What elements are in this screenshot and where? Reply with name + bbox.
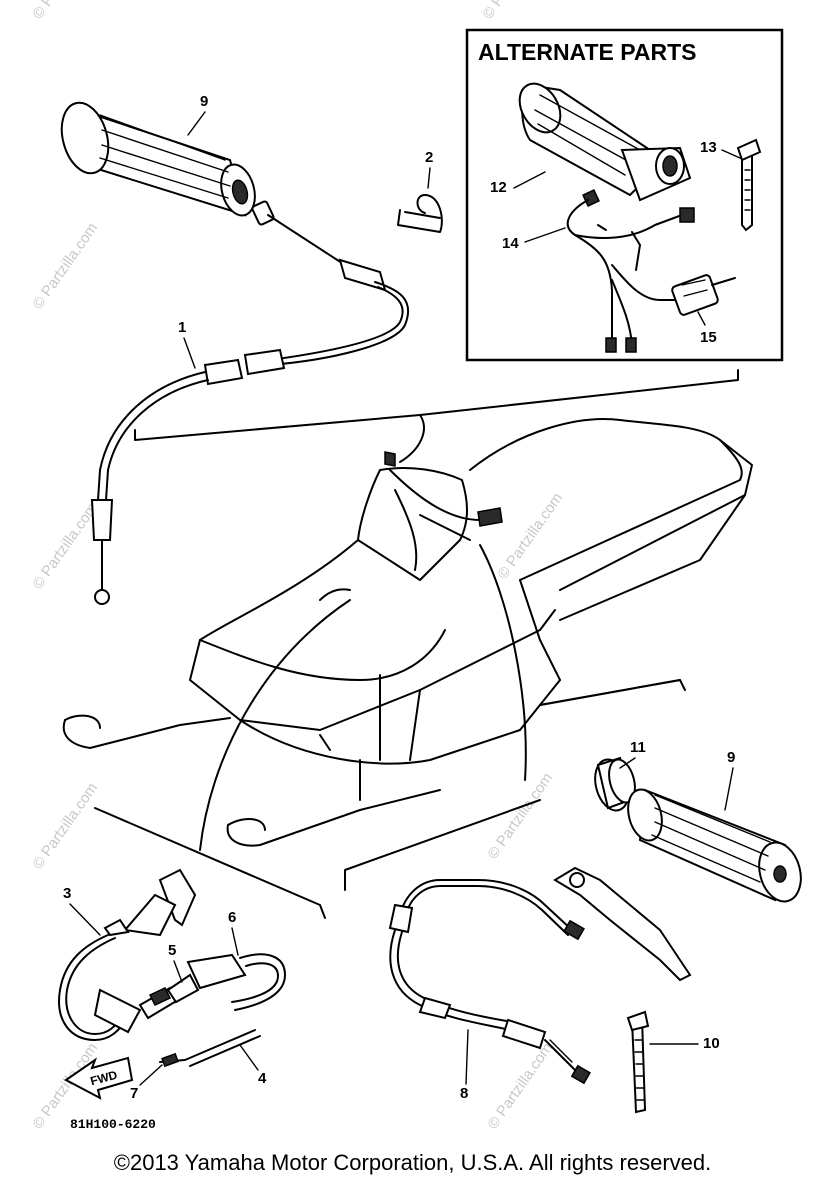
kill-switch-part — [103, 868, 197, 937]
grip-part-right — [627, 788, 802, 903]
callout-8: 8 — [460, 1085, 468, 1102]
callout-14: 14 — [502, 235, 519, 252]
wire-part-4 — [159, 1029, 261, 1068]
callout-7: 7 — [130, 1085, 138, 1102]
diagram-code: 81H100-6220 — [70, 1117, 156, 1132]
leader-arrow-cowl — [319, 588, 351, 601]
heated-grip-part — [518, 82, 692, 202]
bracket-lower-right — [344, 799, 541, 891]
fwd-label: FWD — [89, 1068, 119, 1089]
fwd-arrow-icon: FWD — [64, 1056, 134, 1100]
callout-15: 15 — [700, 329, 717, 346]
watermark-3: © Partzilla.com — [29, 780, 101, 873]
callout-11: 11 — [630, 739, 646, 756]
snowmobile-body — [62, 418, 753, 847]
bracket-lower-left — [94, 807, 326, 919]
callout-1: 1 — [178, 319, 186, 336]
bushing-part-11 — [594, 756, 636, 812]
callout-10: 10 — [703, 1035, 720, 1052]
band-part-13 — [736, 138, 762, 232]
bracket-top-right — [539, 679, 681, 706]
wire-lead-3 — [58, 934, 142, 1041]
callout-6: 6 — [228, 909, 236, 926]
alternate-parts-box: ALTERNATE PARTS — [465, 28, 784, 362]
parts-diagram: © Partzilla.com © Partzilla.com © Partzi… — [29, 0, 802, 1133]
callout-2: 2 — [425, 149, 433, 166]
callout-13: 13 — [700, 139, 717, 156]
callout-12: 12 — [490, 179, 507, 196]
alt-arrow-leader — [399, 414, 425, 463]
copyright-notice: ©2013 Yamaha Motor Corporation, U.S.A. A… — [113, 1150, 712, 1175]
brake-lever-part — [553, 866, 692, 982]
callout-5: 5 — [168, 942, 176, 959]
watermark-10: © Partzilla.com — [479, 0, 551, 22]
callout-9-right: 9 — [727, 749, 735, 766]
wiring-harness-part — [566, 189, 701, 353]
watermark-1: © Partzilla.com — [29, 220, 101, 313]
throttle-cable-part — [90, 200, 410, 605]
leader-arrow-left — [199, 599, 351, 851]
connector-part-5 — [138, 953, 247, 1020]
leader-arrow-right — [479, 544, 527, 781]
callout-9-top: 9 — [200, 93, 208, 110]
grip-part-top — [60, 101, 256, 217]
watermark-2: © Partzilla.com — [29, 500, 101, 593]
watermark-9: © Partzilla.com — [29, 0, 101, 22]
wire-part-6 — [231, 953, 286, 1011]
callout-3: 3 — [63, 885, 71, 902]
band-part-10 — [626, 1010, 650, 1114]
watermark-6: © Partzilla.com — [494, 490, 566, 583]
switch-part — [671, 274, 736, 316]
brake-cable-part — [388, 879, 591, 1085]
clip-part-2 — [397, 194, 443, 233]
alternate-parts-title: ALTERNATE PARTS — [478, 39, 697, 65]
callout-4: 4 — [258, 1070, 267, 1087]
watermark-8: © Partzilla.com — [484, 1040, 556, 1133]
